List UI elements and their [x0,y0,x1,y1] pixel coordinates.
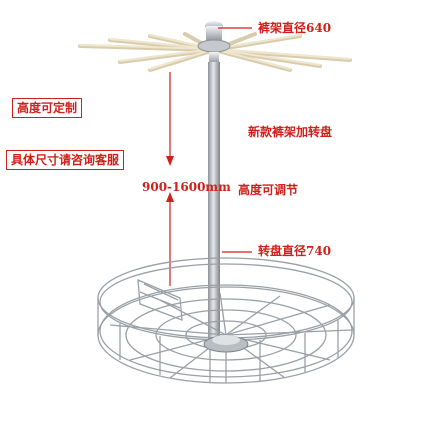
adjustable-label: 高度可调节 [238,183,299,197]
height-custom-badge: 高度可定制 [12,98,83,118]
wire-basket [97,257,355,384]
new-rack-label: 新款裤架加转盘 [248,125,333,139]
tray-diameter-label: 转盘直径740 [258,244,332,258]
height-arrows [166,27,252,286]
rack-diameter-label: 裤架直径640 [258,21,332,35]
size-consult-badge: 具体尺寸请咨询客服 [6,150,125,170]
height-range-label: 900-1600mm [142,180,231,194]
